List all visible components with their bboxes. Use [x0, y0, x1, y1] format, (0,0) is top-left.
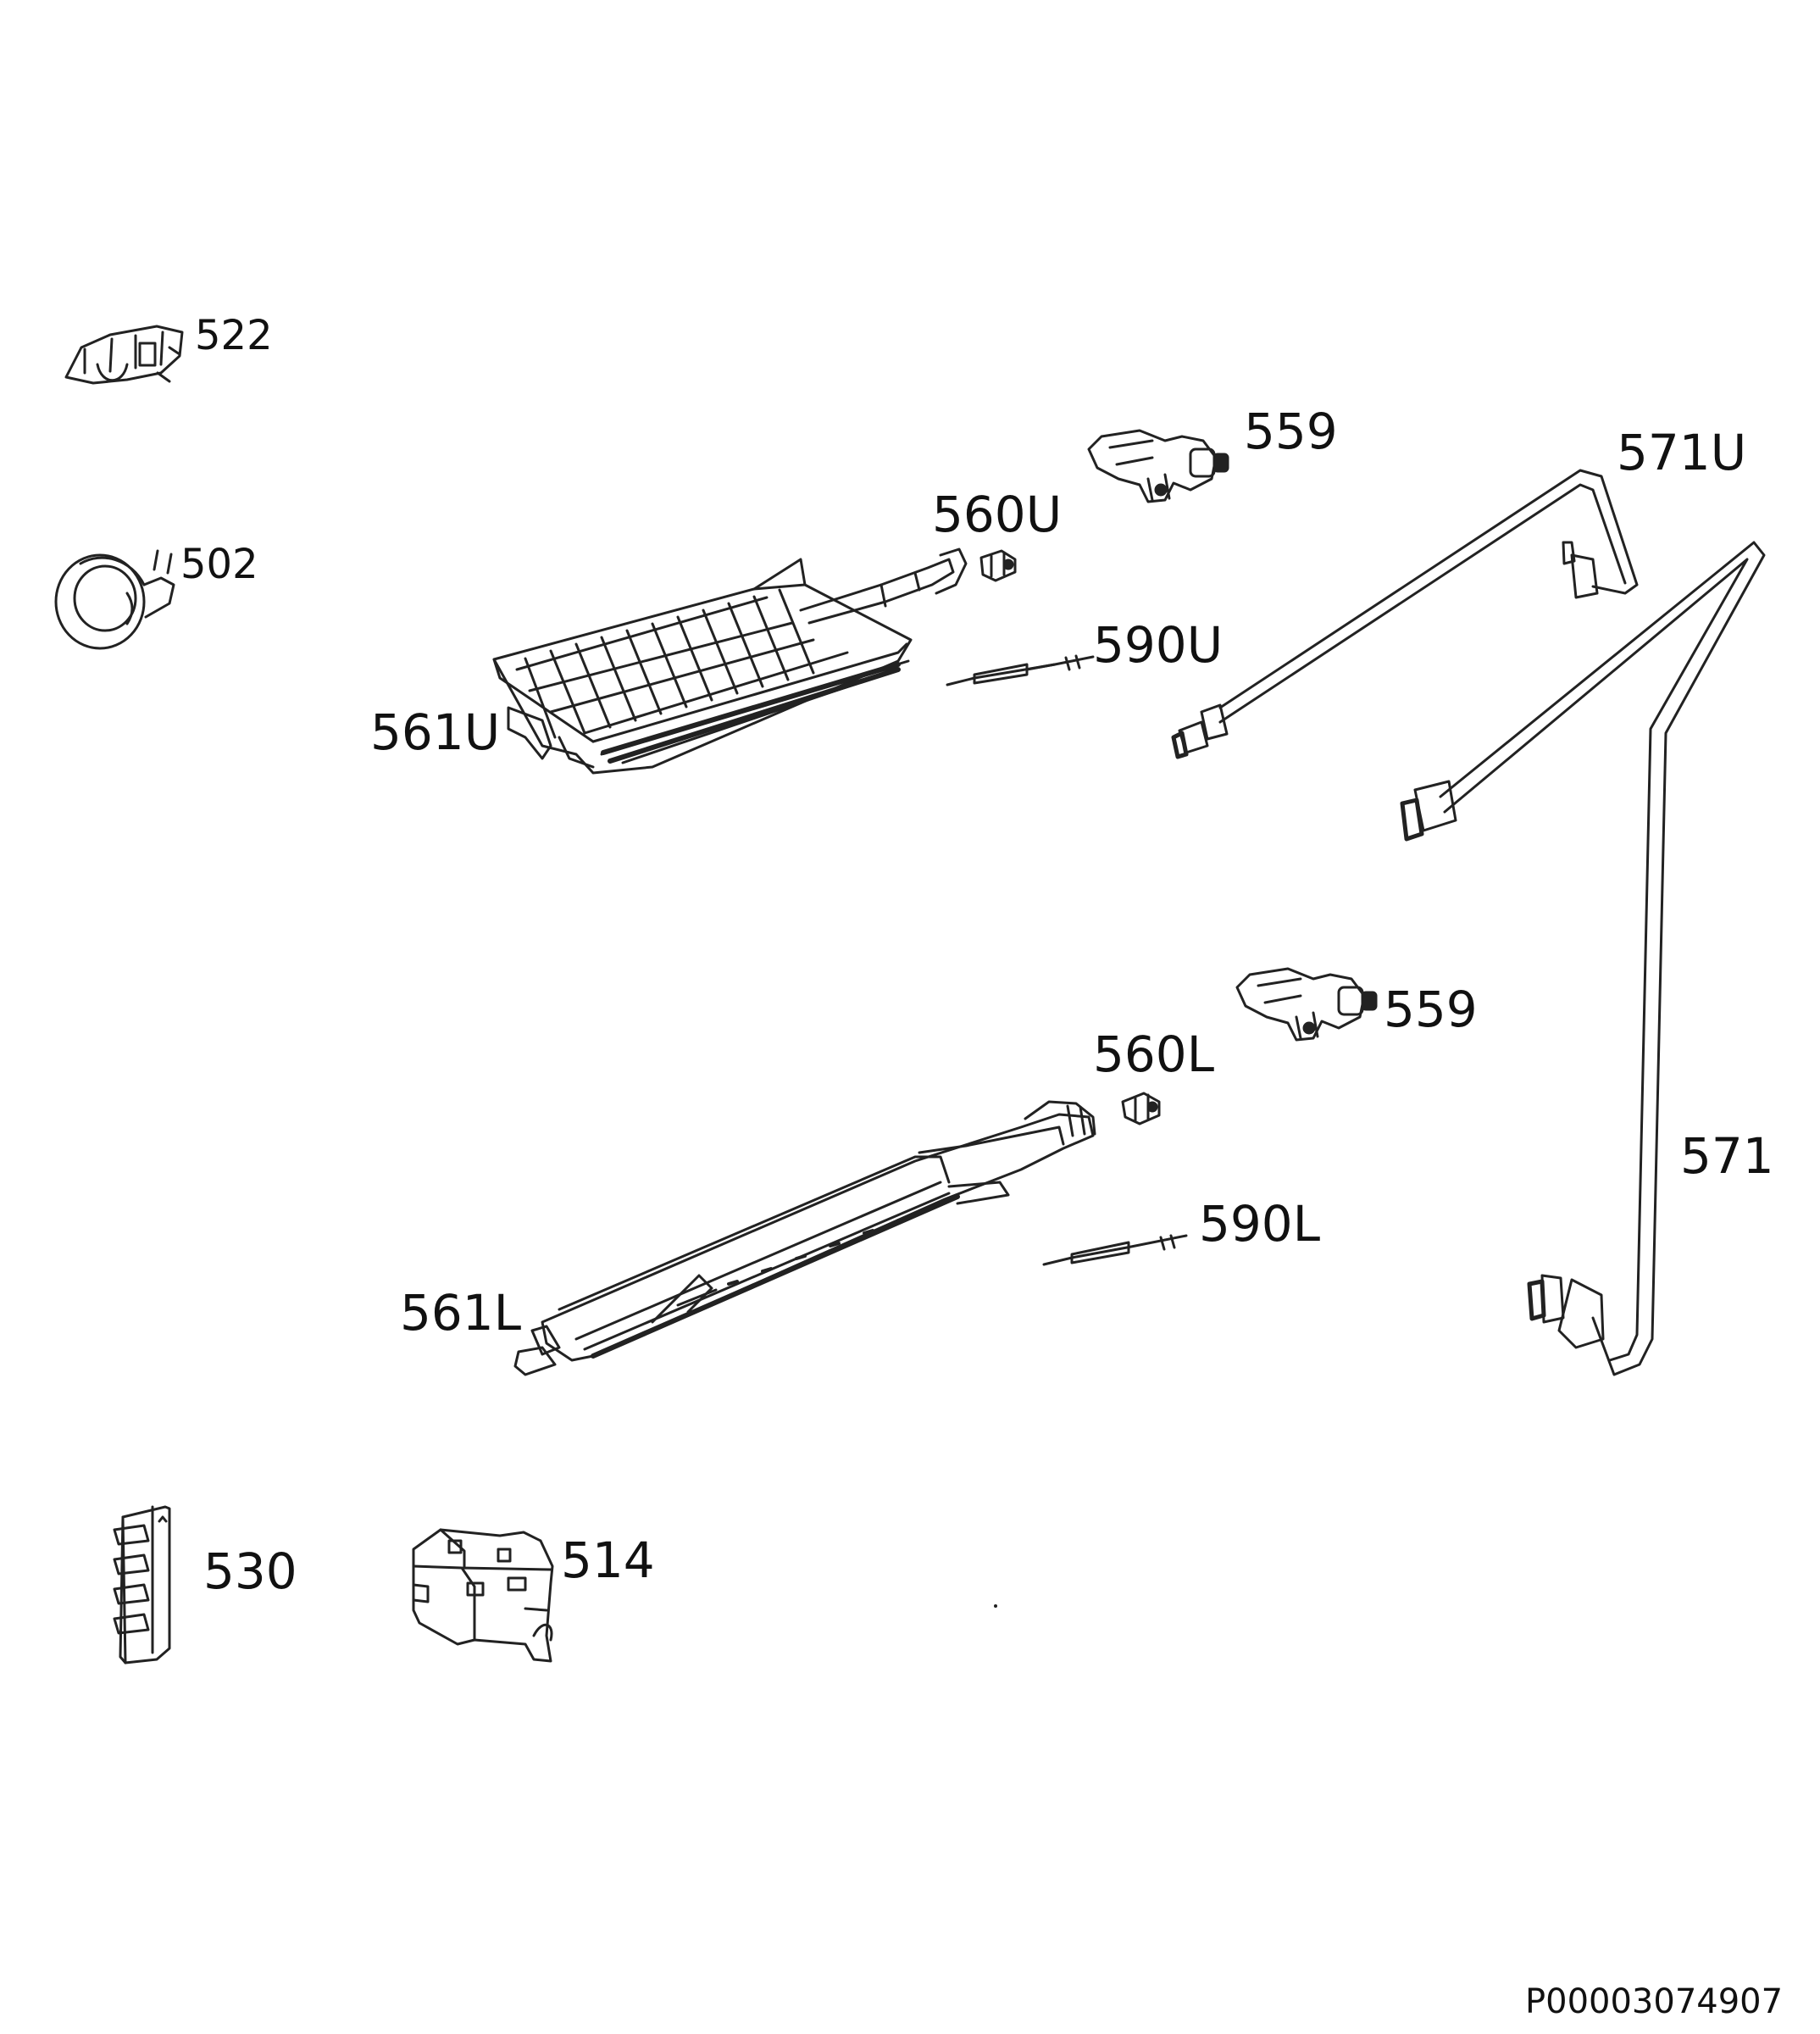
label-571: 571	[1680, 1127, 1774, 1185]
terminal-block-530	[113, 1505, 171, 1664]
label-561L: 561L	[400, 1284, 522, 1342]
injector-560L	[1121, 1092, 1161, 1125]
burner-561U	[492, 547, 968, 775]
gas-pipe-571U	[1171, 469, 1639, 759]
burner-561L	[513, 1100, 1096, 1376]
ignition-box-514	[412, 1528, 554, 1663]
injector-560U	[979, 549, 1017, 582]
label-560L: 560L	[1093, 1025, 1215, 1083]
label-590L: 590L	[1199, 1195, 1321, 1253]
label-571U: 571U	[1617, 424, 1747, 481]
connector-clip-522	[64, 325, 184, 385]
label-590U: 590U	[1093, 616, 1224, 674]
label-502: 502	[180, 541, 258, 588]
label-561U: 561U	[370, 703, 501, 761]
document-code: P00003074907	[1525, 1982, 1784, 2021]
valve-559-lower	[1235, 967, 1378, 1042]
label-559-upper: 559	[1244, 403, 1338, 460]
thermocouple-590U	[946, 654, 1095, 686]
gas-pipe-571	[1400, 541, 1766, 1376]
stray-mark	[994, 1604, 997, 1608]
label-514: 514	[561, 1531, 655, 1589]
valve-559-upper	[1087, 429, 1229, 503]
label-559-lower: 559	[1384, 981, 1478, 1038]
label-522: 522	[195, 312, 273, 359]
label-560U: 560U	[932, 486, 1063, 543]
control-knob-502	[54, 549, 175, 650]
label-530: 530	[203, 1542, 297, 1600]
thermocouple-590L	[1042, 1234, 1188, 1266]
